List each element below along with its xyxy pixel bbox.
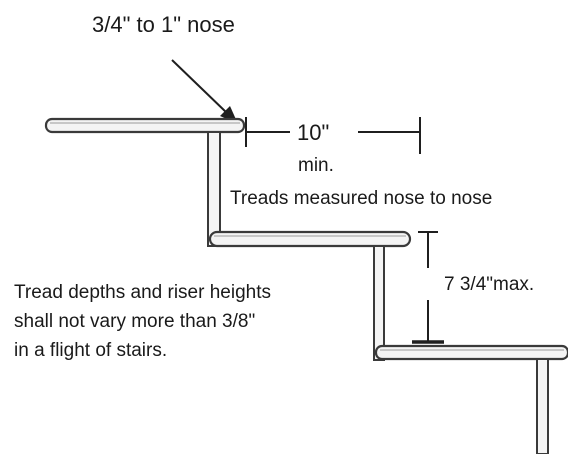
riser-2 (373, 245, 385, 361)
riser-max-label: 7 3/4"max. (444, 274, 534, 295)
tread-1 (44, 117, 246, 134)
riser-1 (207, 131, 221, 247)
tread-depth-dimension (245, 117, 421, 154)
variance-note-line-3: in a flight of stairs. (14, 340, 167, 361)
nose-callout-label: 3/4" to 1" nose (92, 12, 235, 37)
tread-min-unit: min. (298, 155, 334, 176)
tread-min-value: 10" (297, 120, 329, 145)
variance-note-line-2: shall not vary more than 3/8" (14, 311, 255, 332)
tread-3 (374, 344, 568, 361)
tread-2 (208, 230, 412, 248)
riser-3 (536, 358, 549, 454)
tread-measure-note: Treads measured nose to nose (230, 188, 492, 209)
nose-callout-arrow (171, 59, 238, 124)
variance-note-line-1: Tread depths and riser heights (14, 282, 271, 303)
riser-height-dimension (412, 231, 444, 344)
